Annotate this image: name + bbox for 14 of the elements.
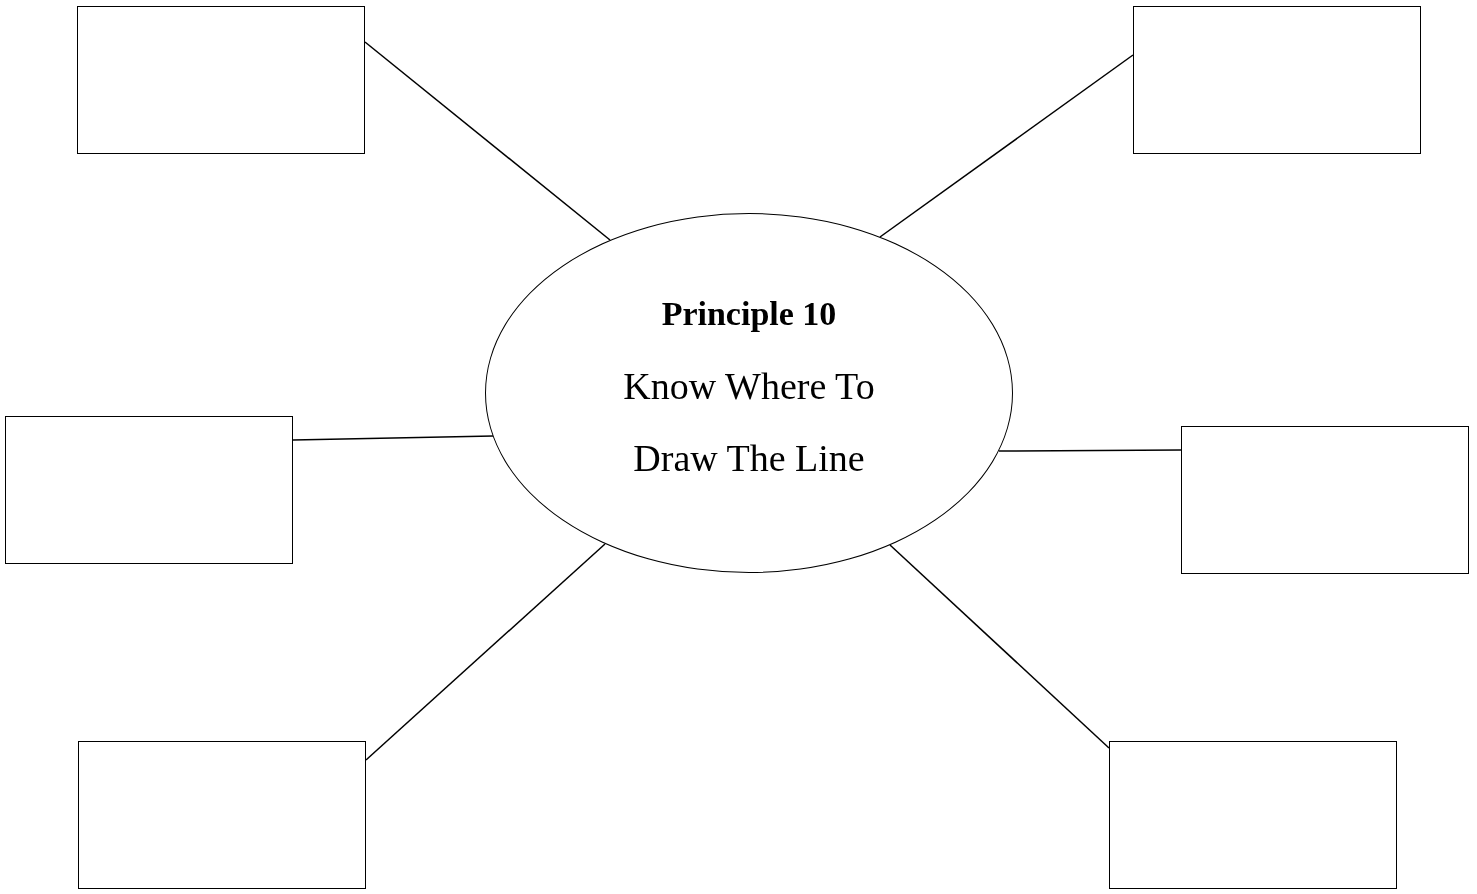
connector-line xyxy=(998,449,1182,452)
empty-box xyxy=(1133,6,1421,154)
heading-text: Principle 10 xyxy=(661,294,837,334)
connector-line xyxy=(879,54,1134,238)
empty-box xyxy=(1181,426,1469,574)
empty-box xyxy=(78,741,366,889)
empty-box xyxy=(5,416,293,564)
body-text: Know Where To Draw The Line xyxy=(622,364,876,481)
connector-line xyxy=(364,41,611,241)
empty-box xyxy=(1109,741,1397,889)
connector-line xyxy=(292,435,494,441)
connector-line xyxy=(365,543,606,761)
connector-line xyxy=(889,544,1110,749)
empty-box xyxy=(77,6,365,154)
